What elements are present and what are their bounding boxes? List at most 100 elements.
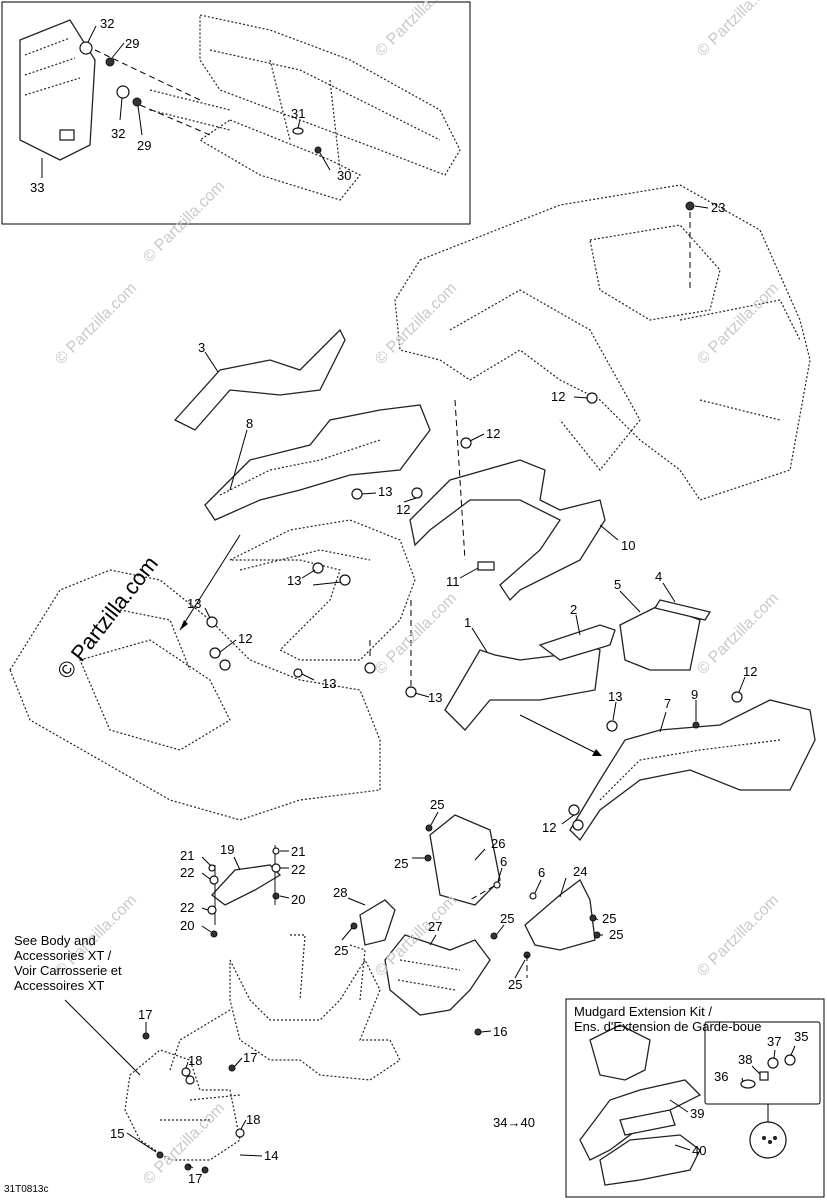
part-28-bracket xyxy=(359,899,396,946)
callout-18b: 18 xyxy=(246,1112,261,1127)
middle-leaders xyxy=(204,396,746,825)
callout-34-40: 34→40 xyxy=(493,1115,535,1130)
leader-3 xyxy=(204,351,219,373)
callout-17a: 17 xyxy=(138,1007,153,1022)
callout-25g: 25 xyxy=(508,977,523,992)
callout-3: 3 xyxy=(198,340,206,355)
part-8-footrest-left xyxy=(204,404,431,521)
callout-38: 38 xyxy=(738,1052,753,1067)
callout-16: 16 xyxy=(493,1024,508,1039)
callout-21b: 21 xyxy=(291,844,306,859)
callout-25d: 25 xyxy=(602,911,617,926)
part-19-bracket xyxy=(211,845,282,925)
callout-11: 11 xyxy=(446,574,460,589)
bolt-30 xyxy=(314,146,322,154)
part-27-shield xyxy=(384,934,491,1016)
leader-10 xyxy=(599,524,619,541)
callout-27: 27 xyxy=(428,919,443,934)
callout-13a: 13 xyxy=(378,484,393,499)
inset-leaders xyxy=(41,25,331,178)
callout-32a: 32 xyxy=(100,16,115,31)
callout-26: 26 xyxy=(491,836,506,851)
kit-frame xyxy=(565,998,825,1198)
see-body-note: See Body and Accessories XT / Voir Carro… xyxy=(14,933,122,993)
callout-6a: 6 xyxy=(500,854,508,869)
callout-12a: 12 xyxy=(551,389,566,404)
kit-title: Mudgard Extension Kit / Ens. d'Extension… xyxy=(574,1004,762,1034)
callout-29a: 29 xyxy=(125,36,140,51)
callout-13b: 13 xyxy=(287,573,302,588)
callout-9: 9 xyxy=(691,687,699,702)
rear-fender xyxy=(394,184,811,501)
assembly-arrows xyxy=(179,534,602,756)
screws-25 xyxy=(350,824,601,959)
callout-25a: 25 xyxy=(430,797,445,812)
kit-leaders xyxy=(669,1045,796,1151)
lower-leaders xyxy=(64,999,492,1169)
front-frame xyxy=(169,934,401,1081)
right-lower-leaders xyxy=(341,811,603,979)
callout-25b: 25 xyxy=(394,856,409,871)
leader-4 xyxy=(662,582,676,603)
callout-8: 8 xyxy=(246,416,254,431)
part-3-panel xyxy=(173,328,346,431)
callout-23: 23 xyxy=(711,200,726,215)
leader-5 xyxy=(619,590,641,613)
part-4-strip xyxy=(653,599,712,621)
part-2-bracket xyxy=(538,624,616,661)
inset-frame xyxy=(1,1,471,225)
washer-32b xyxy=(116,85,130,99)
callout-22a: 22 xyxy=(180,865,195,880)
callout-39: 39 xyxy=(690,1106,705,1121)
callout-40: 40 xyxy=(692,1143,707,1158)
callout-32b: 32 xyxy=(111,126,126,141)
callout-7: 7 xyxy=(664,696,672,711)
leader-11 xyxy=(459,567,479,579)
callout-28: 28 xyxy=(333,885,348,900)
leader-8 xyxy=(229,429,248,491)
callout-20a: 20 xyxy=(291,892,306,907)
callout-2: 2 xyxy=(570,602,578,617)
callout-18a: 18 xyxy=(188,1053,203,1068)
leader-23 xyxy=(694,205,709,209)
rivet-23 xyxy=(685,201,695,211)
callout-13d: 13 xyxy=(322,676,337,691)
washer-32a xyxy=(79,41,93,55)
callout-5: 5 xyxy=(614,577,622,592)
fastener-washers xyxy=(206,392,743,831)
note-line-2: Accessories XT / xyxy=(14,948,112,963)
callout-13e: 13 xyxy=(428,690,443,705)
callout-22b: 22 xyxy=(291,862,306,877)
callout-12d: 12 xyxy=(238,631,253,646)
callout-24: 24 xyxy=(573,864,588,879)
callout-6b: 6 xyxy=(538,865,546,880)
part-24-cover xyxy=(524,879,596,951)
callout-1: 1 xyxy=(464,615,472,630)
lower-fasteners xyxy=(142,1028,482,1174)
washer-31 xyxy=(292,127,304,135)
note-line-1: See Body and xyxy=(14,933,96,948)
part-11-tab xyxy=(477,561,495,571)
callout-4: 4 xyxy=(655,569,663,584)
callout-15: 15 xyxy=(110,1126,125,1141)
nut-29b xyxy=(132,97,142,107)
part-10-rear-liner xyxy=(409,459,606,602)
callout-36: 36 xyxy=(714,1069,729,1084)
callout-25e: 25 xyxy=(609,927,624,942)
callout-31: 31 xyxy=(291,106,306,121)
callout-17b: 17 xyxy=(243,1050,258,1065)
leader-1 xyxy=(471,627,488,653)
callout-22c: 22 xyxy=(180,900,195,915)
kit-title-line-1: Mudgard Extension Kit / xyxy=(574,1004,713,1019)
kit-hardware xyxy=(740,1054,796,1159)
leader-2 xyxy=(575,614,581,636)
rear-frame xyxy=(149,14,461,201)
callout-33: 33 xyxy=(30,180,45,195)
front-upper-cover xyxy=(229,519,416,661)
lower-left-leaders xyxy=(201,850,290,933)
callout-12c: 12 xyxy=(396,502,411,517)
leader-7 xyxy=(659,711,667,733)
callout-12f: 12 xyxy=(542,820,557,835)
callout-20b: 20 xyxy=(180,918,195,933)
